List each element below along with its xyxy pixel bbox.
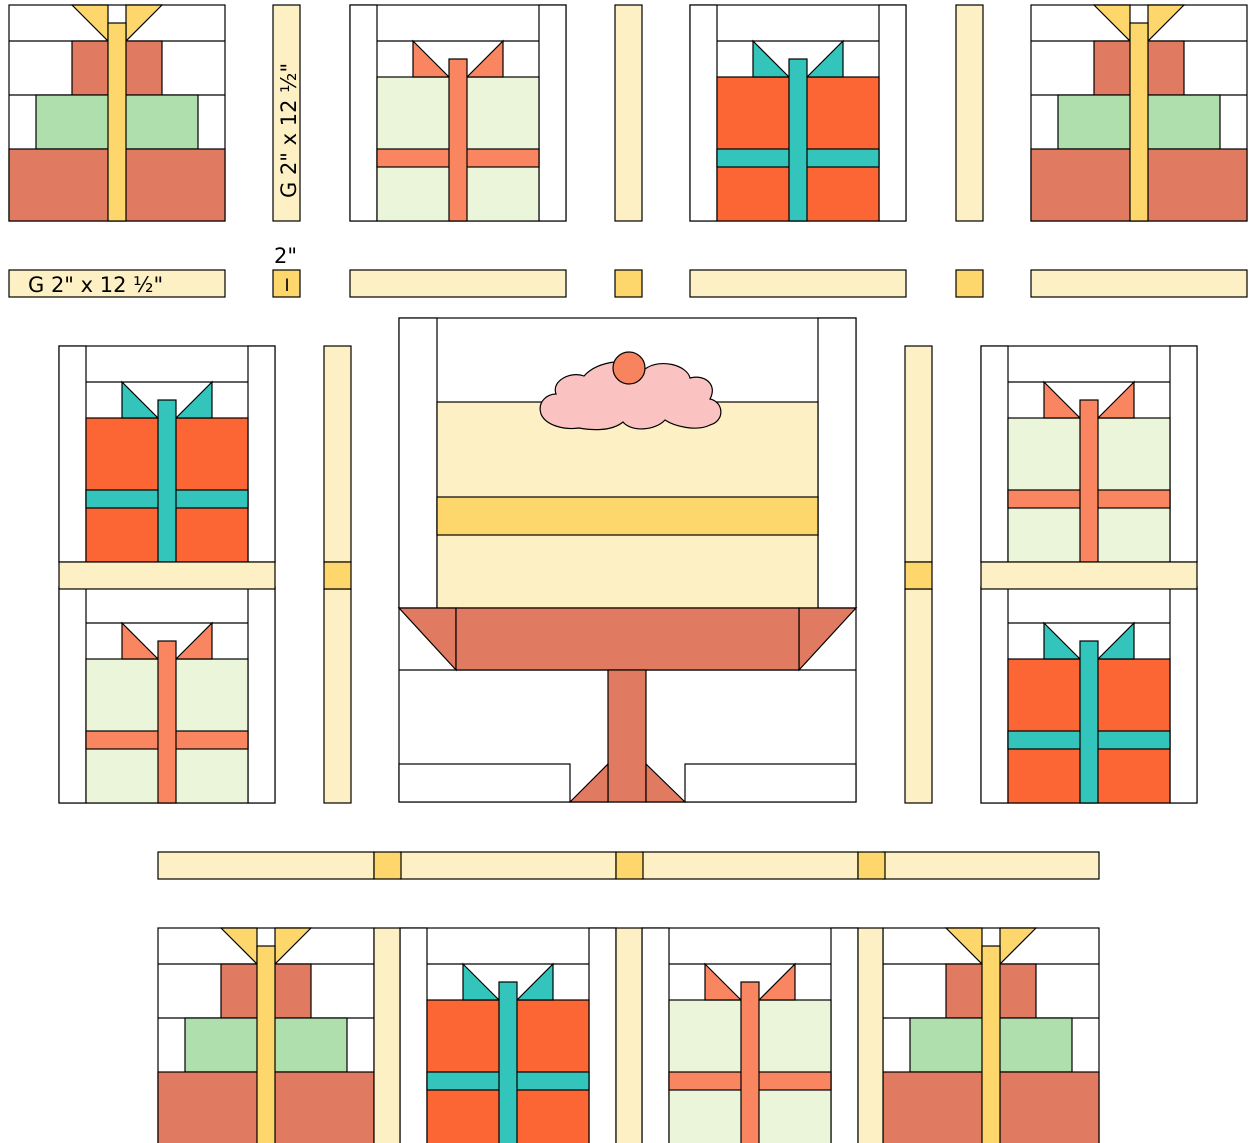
tiered-gift-block: [1031, 5, 1247, 221]
sashing-strip: [858, 928, 883, 1143]
base-panel-left: [399, 764, 570, 802]
side-border-right: [879, 5, 906, 221]
side-border-right: [831, 928, 858, 1143]
sashing-strip: [690, 270, 906, 297]
ribbon-vertical: [499, 982, 517, 1143]
sashing-strip: [956, 5, 983, 221]
cornerstone: [615, 270, 642, 297]
sashing-strip: [905, 346, 932, 562]
green-gift-block: [59, 587, 275, 803]
cornerstone: [374, 852, 401, 879]
red-gift-block: [690, 5, 906, 221]
side-border-left: [350, 5, 377, 221]
sashing-strip: [158, 852, 374, 879]
vertical-strip-label: G 2" x 12 ½": [277, 63, 301, 198]
sashing-strip: [324, 589, 351, 803]
cornerstone: [858, 852, 885, 879]
vertical-strip-label-group: G 2" x 12 ½": [277, 63, 301, 198]
stand-top: [456, 608, 799, 670]
cornerstone: [905, 562, 932, 589]
cornerstone: [616, 852, 643, 879]
stand-column: [608, 670, 646, 802]
cake-band: [437, 497, 818, 535]
ribbon-vertical: [449, 59, 467, 221]
tiered-gift-block: [883, 928, 1099, 1143]
sashing-strip: [883, 852, 1099, 879]
sashing-strip: [374, 928, 400, 1143]
horizontal-strip-label: G 2" x 12 ½": [28, 273, 163, 297]
sashing-strip: [400, 852, 616, 879]
ribbon-vertical: [158, 641, 176, 803]
ribbon-vertical: [741, 982, 759, 1143]
base-panel-right: [685, 764, 856, 802]
sashing-strip: [615, 5, 642, 221]
red-gift-block: [400, 928, 616, 1143]
cornerstone-letter-label: I: [284, 276, 289, 296]
ribbon-vertical: [1080, 400, 1098, 562]
red-gift-block: [981, 587, 1197, 803]
sashing-strip: [616, 928, 642, 1143]
sashing-strip: [59, 562, 275, 589]
sashing-strip: [981, 562, 1197, 589]
ribbon-vertical: [1130, 23, 1148, 221]
tiered-gift-block: [158, 928, 374, 1143]
side-border-left: [642, 928, 669, 1143]
side-border-left: [59, 346, 86, 562]
cornerstone-size-label: 2": [274, 244, 297, 268]
cornerstone: [956, 270, 983, 297]
cake-block: [399, 318, 856, 802]
ribbon-vertical: [982, 946, 1000, 1143]
cake-side-right: [818, 318, 856, 608]
ribbon-vertical: [108, 23, 126, 221]
ribbon-vertical: [789, 59, 807, 221]
side-border-left: [400, 928, 427, 1143]
sashing-strip: [324, 346, 351, 562]
side-border-right: [589, 928, 616, 1143]
ribbon-vertical: [1080, 641, 1098, 803]
cherry: [613, 352, 645, 384]
ribbon-vertical: [158, 400, 176, 562]
ribbon-vertical: [257, 946, 275, 1143]
sashing-strip: [350, 270, 566, 297]
side-border-left: [690, 5, 717, 221]
side-border-left: [981, 587, 1008, 803]
cake-block-group: [399, 318, 856, 802]
side-border-left: [59, 587, 86, 803]
side-border-right: [539, 5, 566, 221]
sashing-strip: [642, 852, 858, 879]
sashing-strip: [1031, 270, 1247, 297]
green-gift-block: [350, 5, 566, 221]
green-gift-block: [981, 346, 1197, 562]
cake-side-left: [399, 318, 437, 608]
sashing-strip: [905, 589, 932, 803]
side-border-right: [1170, 346, 1197, 562]
red-gift-block: [59, 346, 275, 562]
side-border-right: [248, 587, 275, 803]
tiered-gift-block: [9, 5, 225, 221]
side-border-left: [981, 346, 1008, 562]
side-border-right: [248, 346, 275, 562]
cornerstone: [324, 562, 351, 589]
green-gift-block: [642, 928, 858, 1143]
side-border-right: [1170, 587, 1197, 803]
